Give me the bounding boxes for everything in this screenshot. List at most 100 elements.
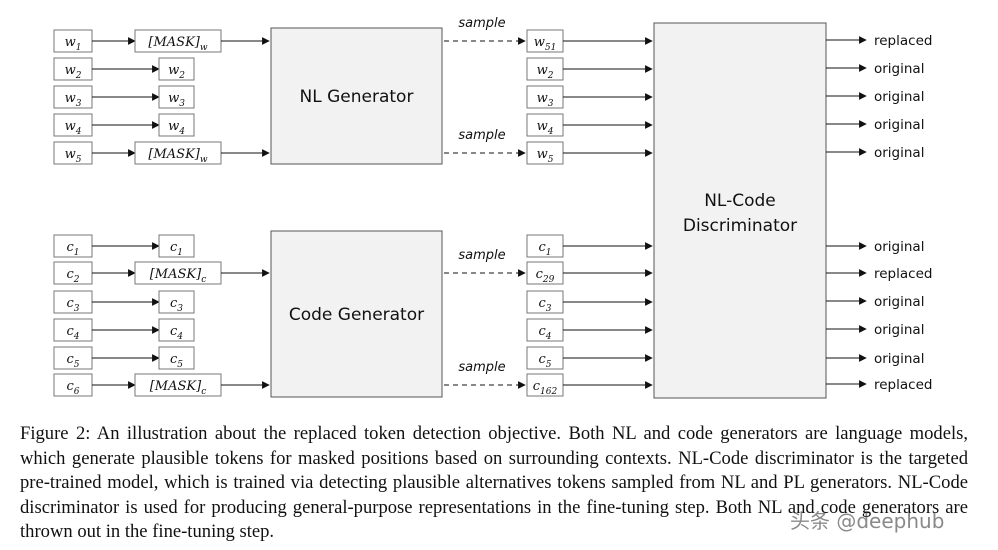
code-input-2-text: c2 (66, 267, 79, 285)
code-input-4-text: c4 (66, 324, 79, 342)
nl-input-4-text: w4 (65, 119, 82, 137)
discriminator-label-line2: Discriminator (683, 216, 797, 236)
code-sampled-2-text: c29 (536, 267, 555, 285)
code-sampled-1-text: c1 (538, 240, 551, 258)
code-sampled-2: c29 (526, 261, 564, 285)
nl-output-label-4: original (874, 117, 924, 133)
code-input-5-text: c5 (66, 352, 79, 370)
code-sampled-3: c3 (526, 290, 564, 314)
figure-caption: Figure 2: An illustration about the repl… (20, 423, 968, 542)
nl-masked-1-text: [MASK]w (148, 35, 207, 53)
code-output-label-6: replaced (874, 377, 932, 393)
code-masked-6-text: [MASK]c (150, 379, 207, 397)
code-masked-4-box (158, 318, 195, 342)
nl-sample-label-5: sample (458, 128, 505, 143)
code-input-3-text: c3 (66, 296, 79, 314)
nl-sampled-1: w51 (526, 29, 564, 53)
code-input-1: c1 (53, 234, 93, 258)
nl-masked-4-text: w4 (168, 119, 185, 137)
code-masked-4: c4 (158, 318, 195, 342)
nl-sample-label-1: sample (458, 16, 505, 31)
code-output-label-3: original (874, 294, 924, 310)
nl-masked-4-box (158, 113, 195, 137)
watermark: 头条 @deephub (790, 509, 945, 533)
code-masked-1-text: c1 (170, 240, 183, 258)
nl-sampled-4: w4 (526, 113, 564, 137)
code-masked-2: [MASK]c (134, 261, 222, 285)
nl-generator-label: NL Generator (300, 87, 414, 107)
code-input-6: c6 (53, 373, 93, 397)
code-sample-label-6: sample (458, 360, 505, 375)
nl-input-3: w3 (53, 85, 93, 109)
nl-output-label-5: original (874, 145, 924, 161)
code-sampled-4-text: c4 (538, 324, 551, 342)
nl-input-5-text: w5 (65, 147, 82, 165)
code-input-6-text: c6 (66, 379, 79, 397)
code-masked-3-box (158, 290, 195, 314)
code-input-4: c4 (53, 318, 93, 342)
nl-masked-3: w3 (158, 85, 195, 109)
code-generator-label: Code Generator (289, 305, 424, 325)
code-generator-block (270, 230, 443, 398)
code-masked-6: [MASK]c (134, 373, 222, 397)
code-masked-4-text: c4 (170, 324, 183, 342)
code-sampled-5: c5 (526, 346, 564, 370)
code-sampled-1: c1 (526, 234, 564, 258)
code-input-3: c3 (53, 290, 93, 314)
nl-sampled-3: w3 (526, 85, 564, 109)
code-sample-label-2: sample (458, 248, 505, 263)
code-masked-5-text: c5 (170, 352, 183, 370)
nl-output-label-2: original (874, 61, 924, 77)
nl-token-rows: w1 [MASK]w w51 sample replaced w2 w2 w2 original… (53, 16, 932, 165)
code-sampled-3-text: c3 (538, 296, 551, 314)
nl-generator-block (270, 27, 443, 165)
nl-sampled-1-text: w51 (534, 35, 557, 53)
nl-masked-2: w2 (158, 57, 195, 81)
nl-input-5: w5 (53, 141, 93, 165)
code-output-label-5: original (874, 351, 924, 367)
code-masked-1-box (158, 234, 195, 258)
discriminator-label-line1: NL-Code (704, 191, 776, 211)
code-output-label-1: original (874, 239, 924, 255)
nl-output-label-3: original (874, 89, 924, 105)
code-masked-1: c1 (158, 234, 195, 258)
code-input-5: c5 (53, 346, 93, 370)
nl-input-2-text: w2 (65, 63, 82, 81)
code-sampled-4: c4 (526, 318, 564, 342)
discriminator-block (653, 22, 827, 399)
code-output-label-2: replaced (874, 266, 932, 282)
code-token-rows: c1 c1 c1 original c2 [MASK]c c29 sample replaced… (53, 234, 932, 397)
nl-input-1: w1 (53, 29, 93, 53)
replaced-token-detection-diagram: NL Generator Code Generator NL-Code Disc… (53, 16, 932, 399)
nl-sampled-2-text: w2 (537, 63, 554, 81)
code-masked-3: c3 (158, 290, 195, 314)
nl-masked-1: [MASK]w (134, 29, 222, 53)
nl-input-1-text: w1 (65, 35, 82, 53)
code-input-1-text: c1 (66, 240, 79, 258)
nl-sampled-3-text: w3 (537, 91, 554, 109)
code-sampled-6-text: c162 (533, 379, 558, 397)
nl-sampled-2: w2 (526, 57, 564, 81)
nl-sampled-5: w5 (526, 141, 564, 165)
code-masked-5: c5 (158, 346, 195, 370)
nl-input-4: w4 (53, 113, 93, 137)
nl-masked-2-text: w2 (168, 63, 185, 81)
nl-input-3-text: w3 (65, 91, 82, 109)
code-sampled-6: c162 (526, 373, 564, 397)
code-input-2: c2 (53, 261, 93, 285)
nl-masked-5: [MASK]w (134, 141, 222, 165)
nl-input-2: w2 (53, 57, 93, 81)
nl-masked-3-box (158, 85, 195, 109)
code-sampled-5-text: c5 (538, 352, 551, 370)
nl-masked-5-text: [MASK]w (148, 147, 207, 165)
nl-output-label-1: replaced (874, 33, 932, 49)
nl-sampled-5-text: w5 (537, 147, 554, 165)
nl-masked-3-text: w3 (168, 91, 185, 109)
nl-masked-4: w4 (158, 113, 195, 137)
nl-sampled-4-text: w4 (537, 119, 554, 137)
code-output-label-4: original (874, 322, 924, 338)
code-masked-3-text: c3 (170, 296, 183, 314)
nl-masked-2-box (158, 57, 195, 81)
code-masked-2-text: [MASK]c (150, 267, 207, 285)
code-masked-5-box (158, 346, 195, 370)
